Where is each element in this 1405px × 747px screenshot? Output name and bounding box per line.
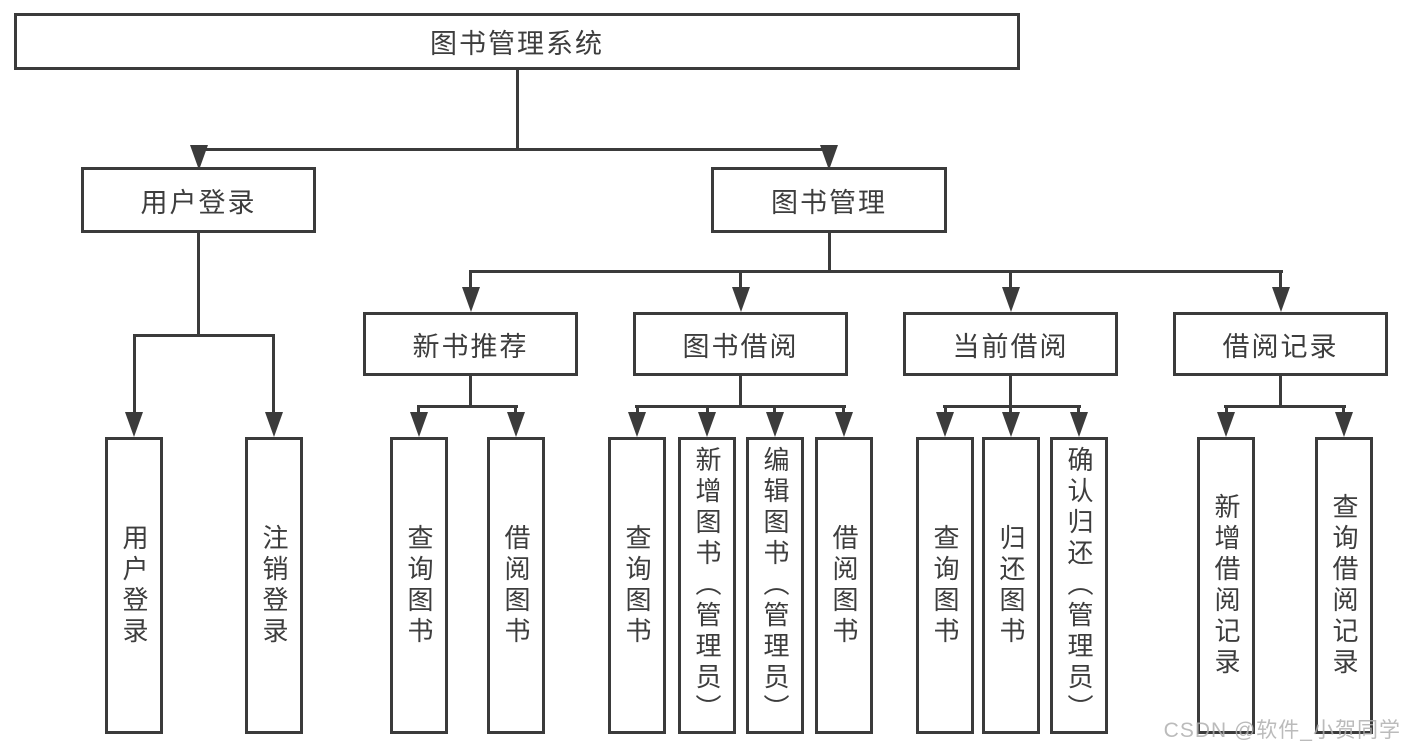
connector-line bbox=[1009, 270, 1012, 294]
leaf-query-books-recommend: 查询图书 bbox=[390, 437, 448, 734]
leaf-return-book: 归还图书 bbox=[982, 437, 1040, 734]
leaf-query-borrow-record: 查询借阅记录 bbox=[1315, 437, 1373, 734]
arrow-down-icon bbox=[190, 145, 208, 170]
node-label: 借阅记录 bbox=[1222, 331, 1339, 362]
connector-line bbox=[469, 270, 1283, 273]
leaf-add-book-admin: 新增图书（管理员） bbox=[678, 437, 736, 734]
node-root-system: 图书管理系统 bbox=[14, 13, 1020, 70]
arrow-down-icon bbox=[628, 412, 646, 437]
arrow-down-icon bbox=[1272, 287, 1290, 312]
leaf-query-books-current: 查询图书 bbox=[916, 437, 974, 734]
connector-line bbox=[417, 405, 518, 408]
node-label: 用户登录 bbox=[140, 187, 257, 218]
arrow-down-icon bbox=[732, 287, 750, 312]
leaf-confirm-return-admin: 确认归还（管理员） bbox=[1050, 437, 1108, 734]
arrow-down-icon bbox=[462, 287, 480, 312]
node-label: 当前借阅 bbox=[952, 331, 1069, 362]
connector-line bbox=[133, 334, 275, 337]
arrow-down-icon bbox=[766, 412, 784, 437]
arrow-down-icon bbox=[820, 145, 838, 170]
connector-line bbox=[272, 334, 275, 416]
arrow-down-icon bbox=[1070, 412, 1088, 437]
node-label: 图书管理 bbox=[771, 187, 887, 218]
node-new-book-recommend: 新书推荐 bbox=[363, 312, 578, 376]
arrow-down-icon bbox=[936, 412, 954, 437]
arrow-down-icon bbox=[507, 412, 525, 437]
node-label: 图书借阅 bbox=[682, 331, 799, 362]
leaf-label: 查询图书 bbox=[404, 523, 434, 648]
node-current-borrowing: 当前借阅 bbox=[903, 312, 1118, 376]
arrow-down-icon bbox=[835, 412, 853, 437]
connector-line bbox=[469, 376, 472, 407]
node-book-borrowing: 图书借阅 bbox=[633, 312, 848, 376]
leaf-label: 借阅图书 bbox=[501, 523, 531, 648]
leaf-label: 确认归还（管理员） bbox=[1064, 446, 1094, 725]
leaf-label: 新增借阅记录 bbox=[1211, 492, 1241, 679]
connector-line bbox=[943, 405, 1081, 408]
node-label: 新书推荐 bbox=[412, 331, 529, 362]
connector-line bbox=[739, 376, 742, 407]
arrow-down-icon bbox=[125, 412, 143, 437]
arrow-down-icon bbox=[1217, 412, 1235, 437]
connector-line bbox=[469, 270, 472, 294]
connector-line bbox=[516, 70, 519, 151]
arrow-down-icon bbox=[1002, 287, 1020, 312]
connector-line bbox=[635, 405, 846, 408]
leaf-user-login: 用户登录 bbox=[105, 437, 163, 734]
leaf-label: 查询借阅记录 bbox=[1329, 492, 1359, 679]
leaf-query-books-borrowing: 查询图书 bbox=[608, 437, 666, 734]
arrow-down-icon bbox=[265, 412, 283, 437]
leaf-label: 新增图书（管理员） bbox=[692, 446, 722, 725]
leaf-label: 用户登录 bbox=[119, 523, 149, 648]
connector-line bbox=[133, 334, 136, 416]
leaf-label: 编辑图书（管理员） bbox=[760, 446, 790, 725]
leaf-add-borrow-record: 新增借阅记录 bbox=[1197, 437, 1255, 734]
leaf-label: 查询图书 bbox=[622, 523, 652, 648]
arrow-down-icon bbox=[698, 412, 716, 437]
leaf-label: 归还图书 bbox=[996, 523, 1026, 648]
node-borrow-records: 借阅记录 bbox=[1173, 312, 1388, 376]
connector-line bbox=[1279, 376, 1282, 407]
leaf-logout: 注销登录 bbox=[245, 437, 303, 734]
leaf-label: 借阅图书 bbox=[829, 523, 859, 648]
connector-line bbox=[739, 270, 742, 294]
arrow-down-icon bbox=[1335, 412, 1353, 437]
csdn-watermark: CSDN @软件_小贺同学 bbox=[1163, 719, 1401, 742]
connector-line bbox=[197, 233, 200, 337]
leaf-label: 注销登录 bbox=[259, 523, 289, 648]
leaf-borrow-books-recommend: 借阅图书 bbox=[487, 437, 545, 734]
leaf-borrow-books-borrowing: 借阅图书 bbox=[815, 437, 873, 734]
arrow-down-icon bbox=[1002, 412, 1020, 437]
leaf-edit-book-admin: 编辑图书（管理员） bbox=[746, 437, 804, 734]
leaf-label: 查询图书 bbox=[930, 523, 960, 648]
connector-line bbox=[1009, 376, 1012, 407]
connector-line bbox=[1279, 270, 1282, 294]
node-user-login: 用户登录 bbox=[81, 167, 316, 233]
arrow-down-icon bbox=[410, 412, 428, 437]
node-label: 图书管理系统 bbox=[430, 29, 604, 59]
connector-line bbox=[197, 148, 831, 151]
connector-line bbox=[1224, 405, 1346, 408]
connector-line bbox=[828, 233, 831, 272]
node-book-management: 图书管理 bbox=[711, 167, 947, 233]
